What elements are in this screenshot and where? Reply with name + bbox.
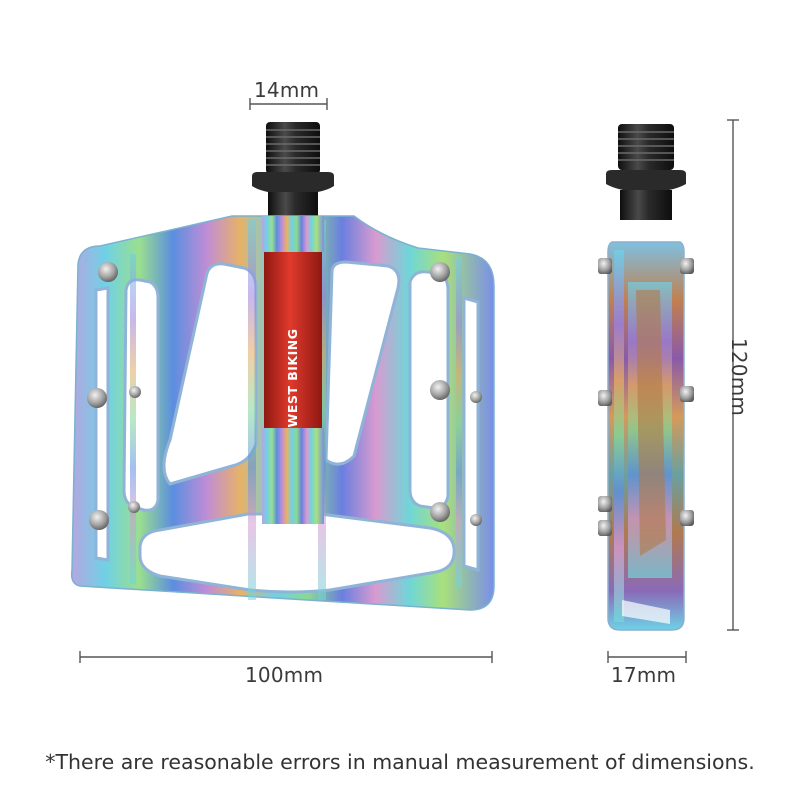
pedal-thickness-label: 17mm (611, 663, 677, 687)
window-right (408, 270, 450, 510)
pin (87, 388, 107, 408)
window-bottom (138, 512, 456, 594)
spindle-body (262, 216, 324, 252)
svg-text:WEST BIKING: WEST BIKING (285, 329, 300, 428)
spindle-width-label: 14mm (254, 78, 320, 102)
pedal-side-view (598, 124, 694, 631)
window-left (122, 278, 160, 512)
pin (98, 262, 118, 282)
pedal-pins (87, 262, 482, 530)
pedal-width-label: 100mm (245, 663, 324, 687)
dimension-lines (79, 98, 739, 663)
window-far-left (94, 286, 110, 562)
pin (89, 510, 109, 530)
pin (430, 502, 450, 522)
pin (430, 380, 450, 400)
brand-logo: WEST BIKING (285, 329, 300, 428)
pedal-front-view: WEST BIKING (70, 122, 495, 611)
axle-thread (252, 122, 334, 216)
window-far-right (462, 296, 480, 572)
window-center-right (324, 260, 401, 466)
red-sleeve (264, 252, 322, 428)
side-pins (598, 258, 694, 536)
measurement-footnote: *There are reasonable errors in manual m… (45, 750, 755, 774)
pin (430, 262, 450, 282)
pedal-length-label: 120mm (727, 337, 752, 417)
